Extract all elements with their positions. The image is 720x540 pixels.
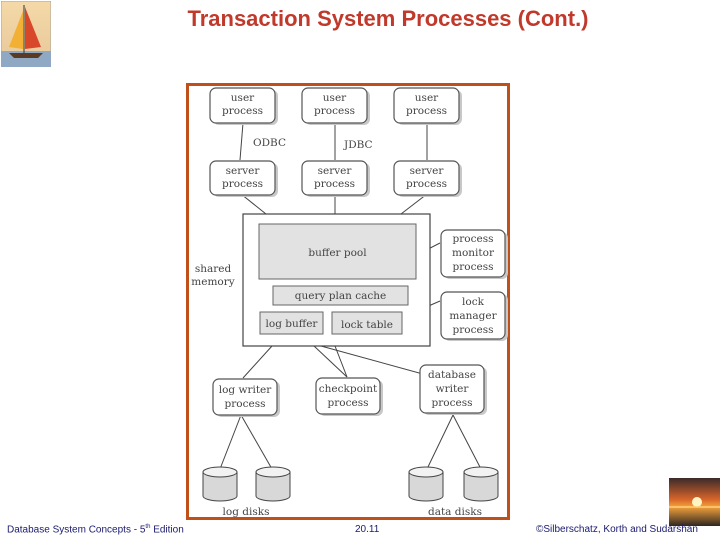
- footer-copyright: ©Silberschatz, Korth and Sudarshan: [536, 524, 698, 535]
- log-buffer-box: [259, 311, 324, 335]
- data-disks-label: data disks: [428, 506, 482, 518]
- process-monitor-label-3: process: [453, 261, 494, 273]
- query-plan-cache-box: [272, 285, 409, 306]
- disk-icon: [202, 466, 238, 502]
- user-process-box: user process: [209, 87, 278, 125]
- log-buffer-label: log buffer: [266, 318, 319, 330]
- sunset-logo-icon: [669, 478, 720, 526]
- jdbc-label: JDBC: [343, 139, 373, 151]
- buffer-pool-box: [258, 223, 417, 280]
- server-process-box: server process: [209, 160, 278, 197]
- lock-table-box: [331, 311, 403, 335]
- server-process-label-2: process: [222, 178, 263, 190]
- lock-manager-label-1: lock: [462, 296, 485, 308]
- checkpoint-label-2: process: [328, 397, 369, 409]
- server-process-label-2: process: [406, 178, 447, 190]
- checkpoint-box: checkpoint process: [315, 377, 383, 416]
- lock-manager-label-3: process: [453, 324, 494, 336]
- user-process-label-1: user: [323, 92, 347, 104]
- process-monitor-label-1: process: [453, 233, 494, 245]
- user-process-label-2: process: [314, 105, 355, 117]
- sailboat-logo-icon: [1, 1, 51, 67]
- shared-memory-label-2: memory: [191, 276, 234, 288]
- database-writer-label-3: process: [432, 397, 473, 409]
- server-process-label-2: process: [314, 178, 355, 190]
- user-process-box: user process: [301, 87, 370, 125]
- user-process-label-1: user: [415, 92, 439, 104]
- transaction-process-diagram: user process user process user process O…: [186, 83, 510, 520]
- process-monitor-box: process monitor process: [440, 229, 508, 279]
- database-writer-label-2: writer: [436, 383, 470, 395]
- server-process-box: server process: [393, 160, 462, 197]
- disk-icon: [463, 466, 499, 502]
- server-process-box: server process: [301, 160, 370, 197]
- lock-manager-label-2: manager: [449, 310, 497, 322]
- lock-table-label: lock table: [341, 319, 393, 331]
- disk-icon: [408, 466, 444, 502]
- odbc-label: ODBC: [253, 137, 286, 149]
- user-process-label-2: process: [222, 105, 263, 117]
- process-monitor-label-2: monitor: [452, 247, 495, 259]
- log-writer-label-1: log writer: [219, 384, 273, 396]
- user-process-label-2: process: [406, 105, 447, 117]
- query-plan-cache-label: query plan cache: [295, 290, 386, 302]
- database-writer-label-1: database: [428, 369, 476, 381]
- user-process-label-1: user: [231, 92, 255, 104]
- log-writer-box: log writer process: [212, 378, 280, 417]
- log-disks-label: log disks: [223, 506, 270, 518]
- user-process-box: user process: [393, 87, 462, 125]
- server-process-label-1: server: [410, 165, 445, 177]
- server-process-label-1: server: [318, 165, 353, 177]
- database-writer-box: database writer process: [419, 364, 487, 415]
- footer-page-number: 20.11: [355, 524, 380, 535]
- footer-book-title: Database System Concepts - 5th Edition: [7, 524, 184, 536]
- checkpoint-label-1: checkpoint: [319, 383, 378, 395]
- disk-icon: [255, 466, 291, 502]
- buffer-pool-label: buffer pool: [308, 247, 367, 259]
- slide-title: Transaction System Processes (Cont.): [187, 6, 589, 31]
- log-writer-label-2: process: [225, 398, 266, 410]
- shared-memory-label-1: shared: [195, 263, 232, 275]
- server-process-label-1: server: [226, 165, 261, 177]
- lock-manager-box: lock manager process: [440, 291, 508, 341]
